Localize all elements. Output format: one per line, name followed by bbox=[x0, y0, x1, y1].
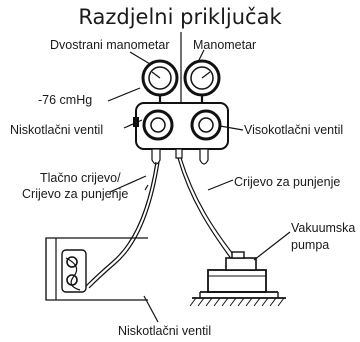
label-low-valve-bottom: Niskotlačni ventil bbox=[118, 324, 211, 338]
label-gauge: Manometar bbox=[193, 38, 256, 52]
label-vacuum-pump-line2: pumpa bbox=[291, 238, 329, 252]
label-compound-gauge: Dvostrani manometar bbox=[50, 38, 170, 52]
diagram-title: Razdjelni priključak bbox=[78, 5, 282, 29]
compound-gauge-icon bbox=[141, 59, 179, 103]
label-vacuum-pump-line1: Vakuumska bbox=[291, 221, 355, 235]
label-low-valve-top: Niskotlačni ventil bbox=[10, 123, 103, 137]
low-valve-knob-icon bbox=[142, 109, 174, 141]
label-high-valve: Visokotlačni ventil bbox=[244, 123, 343, 137]
vacuum-pump-icon bbox=[199, 251, 279, 298]
charge-hose bbox=[177, 157, 237, 261]
pressure-gauge-icon bbox=[183, 59, 221, 103]
ground-hatch bbox=[189, 297, 286, 307]
label-charge-hose: Crijevo za punjenje bbox=[234, 175, 340, 189]
manifold-fittings bbox=[151, 148, 209, 165]
outdoor-unit-panel bbox=[45, 237, 148, 301]
high-valve-knob-icon bbox=[190, 109, 222, 141]
label-vacuum-reading: -76 cmHg bbox=[38, 93, 92, 107]
label-pressure-hose-line1: Tlačno crijevo/ bbox=[40, 171, 121, 185]
label-pressure-hose-line2: Crijevo za punjenje bbox=[22, 187, 128, 201]
leader-lines bbox=[107, 32, 291, 323]
pressure-hose bbox=[85, 161, 160, 289]
